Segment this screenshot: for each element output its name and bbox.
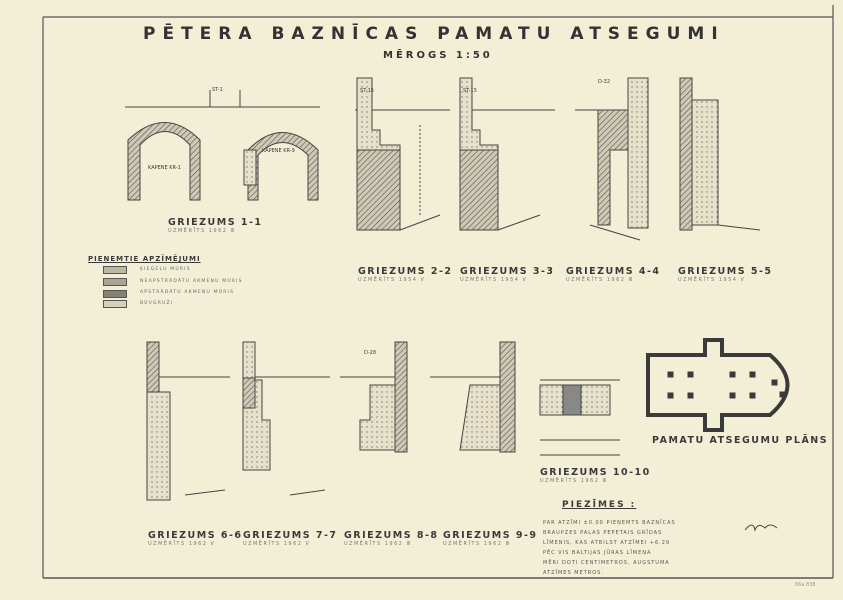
note-line: ATZĪMES METROS.: [543, 570, 604, 576]
section-label: GRIEZUMS 9-9: [443, 530, 538, 541]
section-6-6-drawing: [146, 341, 230, 501]
annotation-st15a: ST-15: [360, 88, 374, 94]
annotation-d28: D-28: [364, 350, 377, 356]
section-measured: UZMĒRĪTS 1962 Ⅲ: [540, 478, 608, 484]
note-line: LĪMENIS, KAS ATBILST ATZĪMEI +6.29: [543, 540, 671, 546]
section-measured: UZMĒRĪTS 1954 Ⅴ: [678, 277, 746, 283]
note-line: PĒC VIS BALTIJAS JŪRAS LĪMEŅA: [543, 550, 652, 556]
section-label: GRIEZUMS 4-4: [566, 266, 661, 277]
legend-item: APSTRĀDĀTU AKMEŅU MŪRIS: [140, 290, 235, 295]
note-line: PAR ATZĪMI ±0.00 PIEŅEMTS BAZNĪCAS: [543, 520, 676, 526]
annotation-st15b: ST-15: [463, 88, 477, 94]
page-title: PĒTERA BAZNĪCAS PAMATU ATSEGUMI: [143, 24, 725, 44]
section-label: GRIEZUMS 5-5: [678, 266, 773, 277]
section-10-10-drawing: [539, 379, 620, 456]
section-4-4-drawing: [575, 77, 649, 241]
legend-item: ĶIEĢEĻU MŪRIS: [140, 267, 191, 272]
annotation-kapene-1: KAPENE KR-1: [148, 165, 181, 171]
section-measured: UZMĒRĪTS 1962 Ⅲ: [168, 228, 236, 234]
legend-heading: PIEŅEMTIE APZĪMĒJUMI: [88, 255, 201, 263]
section-measured: UZMĒRĪTS 1962 Ⅲ: [443, 541, 511, 547]
section-label: GRIEZUMS 10-10: [540, 467, 651, 478]
legend-item: NEAPSTRĀDĀTU AKMEŅU MŪRIS: [140, 279, 243, 284]
annotation-kapene-9: KAPENE KR-9: [262, 148, 295, 154]
section-measured: UZMĒRĪTS 1954 Ⅴ: [460, 277, 528, 283]
section-measured: UZMĒRĪTS 1962 Ⅲ: [566, 277, 634, 283]
scale-label: MĒROGS 1:50: [383, 50, 493, 61]
legend-swatch-rubble: [103, 300, 127, 308]
notes-heading: PIEZĪMES :: [562, 500, 637, 510]
notes-body: PAR ATZĪMI ±0.00 PIEŅEMTS BAZNĪCAS BRAUP…: [543, 518, 676, 578]
legend-swatch-brick: [103, 266, 127, 274]
annotation-st1: ST-1: [212, 87, 223, 93]
section-measured: UZMĒRĪTS 1962 Ⅴ: [243, 541, 311, 547]
signature: [744, 524, 778, 532]
section-label: GRIEZUMS 7-7: [243, 530, 338, 541]
section-3-3-drawing: [459, 77, 555, 231]
section-label: GRIEZUMS 8-8: [344, 530, 439, 541]
archive-stamp: 66a 838: [795, 582, 816, 588]
section-measured: UZMĒRĪTS 1954 Ⅴ: [358, 277, 426, 283]
legend-swatch-dressed-stone: [103, 290, 127, 298]
foundation-plan-drawing: [646, 338, 790, 432]
section-label: GRIEZUMS 6-6: [148, 530, 243, 541]
section-label: GRIEZUMS 3-3: [460, 266, 555, 277]
section-measured: UZMĒRĪTS 1962 Ⅴ: [148, 541, 216, 547]
section-9-9-drawing: [430, 341, 516, 453]
plan-title: PAMATU ATSEGUMU PLĀNS: [652, 435, 829, 446]
legend-item: BŪVGRUŽI: [140, 301, 174, 306]
section-2-2-drawing: [355, 77, 450, 231]
section-1-1-drawing: [125, 90, 320, 201]
section-8-8-drawing: [340, 341, 408, 453]
section-measured: UZMĒRĪTS 1962 Ⅲ: [344, 541, 412, 547]
legend-swatch-rough-stone: [103, 278, 127, 286]
note-line: MĒRI DOTI CENTIMETROS, AUGSTUMA: [543, 560, 670, 566]
section-label: GRIEZUMS 1-1: [168, 217, 263, 228]
annotation-d32: D-32: [598, 79, 611, 85]
note-line: BRAUPZES PALAS PEPETAIS GRĪDAS: [543, 530, 663, 536]
section-7-7-drawing: [242, 341, 330, 496]
section-5-5-drawing: [679, 77, 761, 231]
sheet-frame: [42, 5, 834, 579]
section-label: GRIEZUMS 2-2: [358, 266, 453, 277]
